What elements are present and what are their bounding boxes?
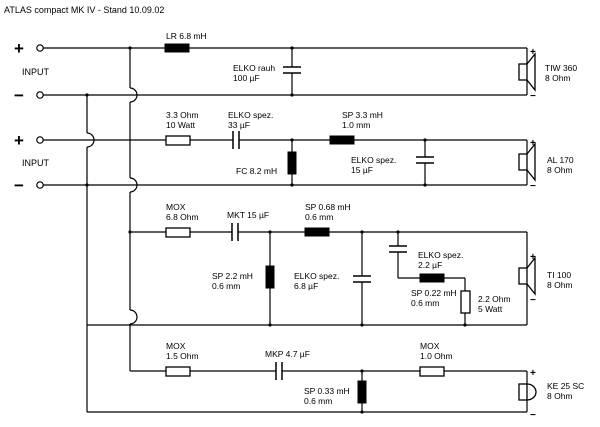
inductor-fc-8-2mh bbox=[287, 151, 297, 175]
svg-text:SP 3.3 mH: SP 3.3 mH bbox=[342, 110, 383, 120]
speaker-icon bbox=[526, 142, 536, 182]
svg-text:+: + bbox=[530, 47, 536, 58]
input-1-minus: − bbox=[14, 86, 24, 105]
resistor-mox-1-5-ohm bbox=[165, 366, 191, 377]
distribution-rails bbox=[85, 46, 138, 412]
tweeter-icon bbox=[526, 383, 537, 401]
input-1-plus: + bbox=[14, 39, 24, 58]
input-2-minus: − bbox=[14, 176, 24, 195]
label-elko-rauh: ELKO rauh bbox=[233, 63, 275, 73]
svg-text:SP 0.22 mH: SP 0.22 mH bbox=[411, 288, 457, 298]
label-elko-rauh-value: 100 µF bbox=[233, 73, 260, 83]
block-al170: + − 3.3 Ohm 10 Watt ELKO spez. 33 µF SP … bbox=[43, 110, 574, 192]
svg-text:MKP 4.7 µF: MKP 4.7 µF bbox=[265, 349, 310, 359]
svg-text:1.0 Ohm: 1.0 Ohm bbox=[420, 351, 453, 361]
svg-text:FC 8.2 mH: FC 8.2 mH bbox=[236, 166, 277, 176]
svg-text:0.6 mm: 0.6 mm bbox=[411, 298, 439, 308]
page-title: ATLAS compact MK IV - Stand 10.09.02 bbox=[4, 5, 164, 15]
resistor-mox-6-8-ohm bbox=[165, 227, 191, 238]
svg-text:+: + bbox=[530, 368, 536, 379]
speaker-impedance-ke25sc: 8 Ohm bbox=[547, 391, 573, 401]
svg-text:ELKO spez.: ELKO spez. bbox=[351, 155, 396, 165]
svg-text:−: − bbox=[530, 91, 536, 102]
svg-text:0.6 mm: 0.6 mm bbox=[305, 212, 333, 222]
input-2-minus-terminal bbox=[36, 181, 44, 189]
speaker-name-ti100: TI 100 bbox=[547, 270, 571, 280]
input-1-plus-terminal bbox=[36, 44, 44, 52]
input-1-minus-terminal bbox=[36, 91, 44, 99]
block-ke25sc: + − MOX 1.5 Ohm MKP 4.7 µF MOX 1.0 Ohm S… bbox=[87, 341, 584, 421]
speaker-name-tiw360: TIW 360 bbox=[545, 63, 577, 73]
speaker-impedance-ti100: 8 Ohm bbox=[547, 280, 573, 290]
svg-text:0.6 mm: 0.6 mm bbox=[304, 396, 332, 406]
resistor-3-3-ohm bbox=[165, 135, 191, 146]
svg-text:−: − bbox=[530, 181, 536, 192]
svg-text:SP 0.33 mH: SP 0.33 mH bbox=[304, 386, 350, 396]
input-2-label: INPUT bbox=[22, 158, 50, 168]
speaker-name-ke25sc: KE 25 SC bbox=[547, 381, 584, 391]
speaker-icon bbox=[526, 52, 536, 92]
svg-text:15 µF: 15 µF bbox=[351, 165, 373, 175]
svg-text:+: + bbox=[530, 252, 536, 263]
input-1: + − INPUT bbox=[14, 39, 50, 105]
svg-text:−: − bbox=[530, 295, 536, 306]
input-2-plus-terminal bbox=[36, 136, 44, 144]
svg-text:10 Watt: 10 Watt bbox=[166, 120, 196, 130]
block-ti100: + − MOX 6.8 Ohm MKT 15 µF SP 0.68 mH 0.6… bbox=[87, 202, 573, 327]
svg-text:0.6 mm: 0.6 mm bbox=[212, 281, 240, 291]
resistor-2-2-ohm bbox=[460, 290, 471, 314]
svg-text:2.2 Ohm: 2.2 Ohm bbox=[478, 294, 511, 304]
resistor-mox-1-0-ohm bbox=[419, 366, 445, 377]
block-tiw360: + − LR 6.8 mH ELKO rauh 100 µF TIW 360 8… bbox=[43, 31, 577, 102]
svg-text:6.8 Ohm: 6.8 Ohm bbox=[166, 212, 199, 222]
inductor-lr-6-8mh bbox=[164, 43, 190, 53]
svg-text:SP 0.68 mH: SP 0.68 mH bbox=[305, 202, 351, 212]
inductor-sp-0-33mh bbox=[357, 380, 367, 404]
input-2-plus: + bbox=[14, 131, 24, 150]
svg-text:SP 2.2 mH: SP 2.2 mH bbox=[212, 271, 253, 281]
speaker-name-al170: AL 170 bbox=[547, 155, 574, 165]
svg-text:MKT 15 µF: MKT 15 µF bbox=[227, 210, 269, 220]
input-1-label: INPUT bbox=[22, 67, 50, 77]
label-lr: LR 6.8 mH bbox=[166, 31, 207, 41]
svg-text:−: − bbox=[530, 410, 536, 421]
svg-text:MOX: MOX bbox=[166, 202, 186, 212]
svg-text:ELKO spez.: ELKO spez. bbox=[228, 110, 273, 120]
speaker-impedance-al170: 8 Ohm bbox=[547, 165, 573, 175]
svg-text:2.2 µF: 2.2 µF bbox=[418, 260, 442, 270]
svg-text:1.5 Ohm: 1.5 Ohm bbox=[166, 351, 199, 361]
inductor-sp-2-2mh bbox=[265, 265, 275, 289]
svg-text:ELKO spez.: ELKO spez. bbox=[418, 250, 463, 260]
svg-text:1.0 mm: 1.0 mm bbox=[342, 120, 370, 130]
speaker-icon bbox=[526, 256, 536, 296]
inductor-sp-0-22mh bbox=[419, 273, 445, 283]
speaker-impedance-tiw360: 8 Ohm bbox=[545, 73, 571, 83]
svg-text:6.8 µF: 6.8 µF bbox=[294, 281, 318, 291]
svg-text:+: + bbox=[530, 138, 536, 149]
svg-text:5 Watt: 5 Watt bbox=[478, 304, 503, 314]
svg-text:MOX: MOX bbox=[420, 341, 440, 351]
inductor-sp-3-3mh bbox=[329, 135, 355, 145]
svg-text:ELKO spez.: ELKO spez. bbox=[294, 271, 339, 281]
svg-text:3.3 Ohm: 3.3 Ohm bbox=[166, 110, 199, 120]
svg-text:MOX: MOX bbox=[166, 341, 186, 351]
inductor-sp-0-68mh bbox=[304, 227, 330, 237]
svg-text:33 µF: 33 µF bbox=[228, 120, 250, 130]
